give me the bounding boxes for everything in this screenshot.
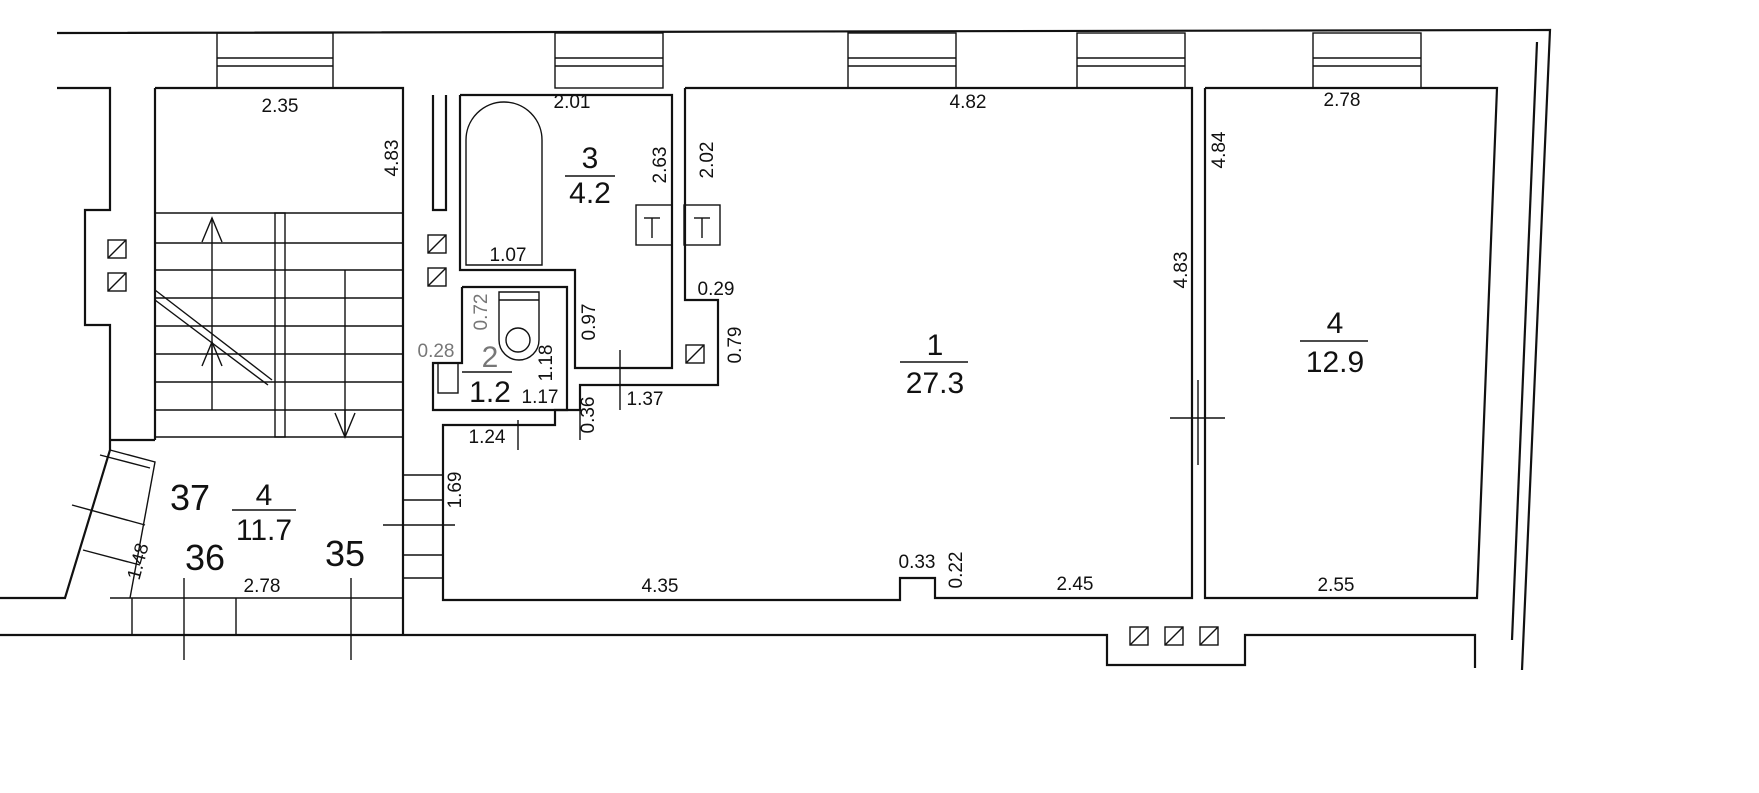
dim: 4.83 (1171, 252, 1192, 289)
dim: 2.02 (697, 142, 718, 179)
dim: 1.24 (469, 427, 506, 448)
room-1-area: 27.3 (906, 367, 964, 400)
room-4-area: 12.9 (1306, 346, 1364, 379)
dim: 2.63 (650, 147, 671, 184)
dim: 2.55 (1318, 575, 1355, 596)
dim: 2.01 (554, 92, 591, 113)
dim: 1.18 (536, 345, 557, 382)
dim: 0.28 (418, 341, 455, 362)
dim: 0.97 (579, 304, 600, 341)
dim: 1.07 (490, 245, 527, 266)
room-labels: 3 4.2 2 1.2 1 27.3 4 12.9 4 11.7 37 36 3… (170, 142, 1368, 578)
dim: 0.33 (899, 552, 936, 573)
dim: 4.83 (382, 140, 403, 177)
apartment-35: 35 (325, 533, 365, 574)
stairwell (71, 86, 455, 660)
lobby-number: 4 (256, 479, 273, 512)
room-1-number: 1 (927, 329, 944, 362)
outer-walls (0, 28, 1552, 671)
dim: 2.78 (244, 576, 281, 597)
windows (216, 32, 1422, 89)
dim: 1.48 (124, 541, 154, 582)
room-4-number: 4 (1327, 307, 1344, 340)
dim: 0.36 (578, 397, 599, 434)
dim: 2.78 (1324, 90, 1361, 111)
dim: 4.35 (642, 576, 679, 597)
dim: 4.84 (1209, 131, 1230, 168)
dim: 0.72 (471, 294, 492, 331)
dim: 0.22 (946, 552, 967, 589)
room-2-wc (431, 285, 569, 412)
dim: 0.29 (698, 279, 735, 300)
dim: 4.82 (950, 92, 987, 113)
apartment-37: 37 (170, 477, 210, 518)
dim: 1.17 (522, 387, 559, 408)
room-2-number: 2 (482, 341, 499, 374)
room-3-number: 3 (582, 142, 599, 175)
dim: 0.79 (725, 327, 746, 364)
dim: 1.69 (445, 472, 466, 509)
dim: 2.45 (1057, 574, 1094, 595)
dim: 1.37 (627, 389, 664, 410)
room-3-bathroom (431, 93, 721, 370)
room-4 (1197, 86, 1499, 600)
apartment-36: 36 (185, 537, 225, 578)
lobby-area: 11.7 (236, 514, 292, 547)
dim: 2.35 (262, 96, 299, 117)
room-2-area: 1.2 (469, 376, 511, 409)
vent-icons (107, 234, 1219, 646)
room-1 (441, 86, 1225, 602)
room-3-area: 4.2 (569, 177, 611, 210)
dimension-labels: 2.35 4.83 2.01 2.63 1.07 2.02 4.82 4.83 … (124, 90, 1361, 597)
